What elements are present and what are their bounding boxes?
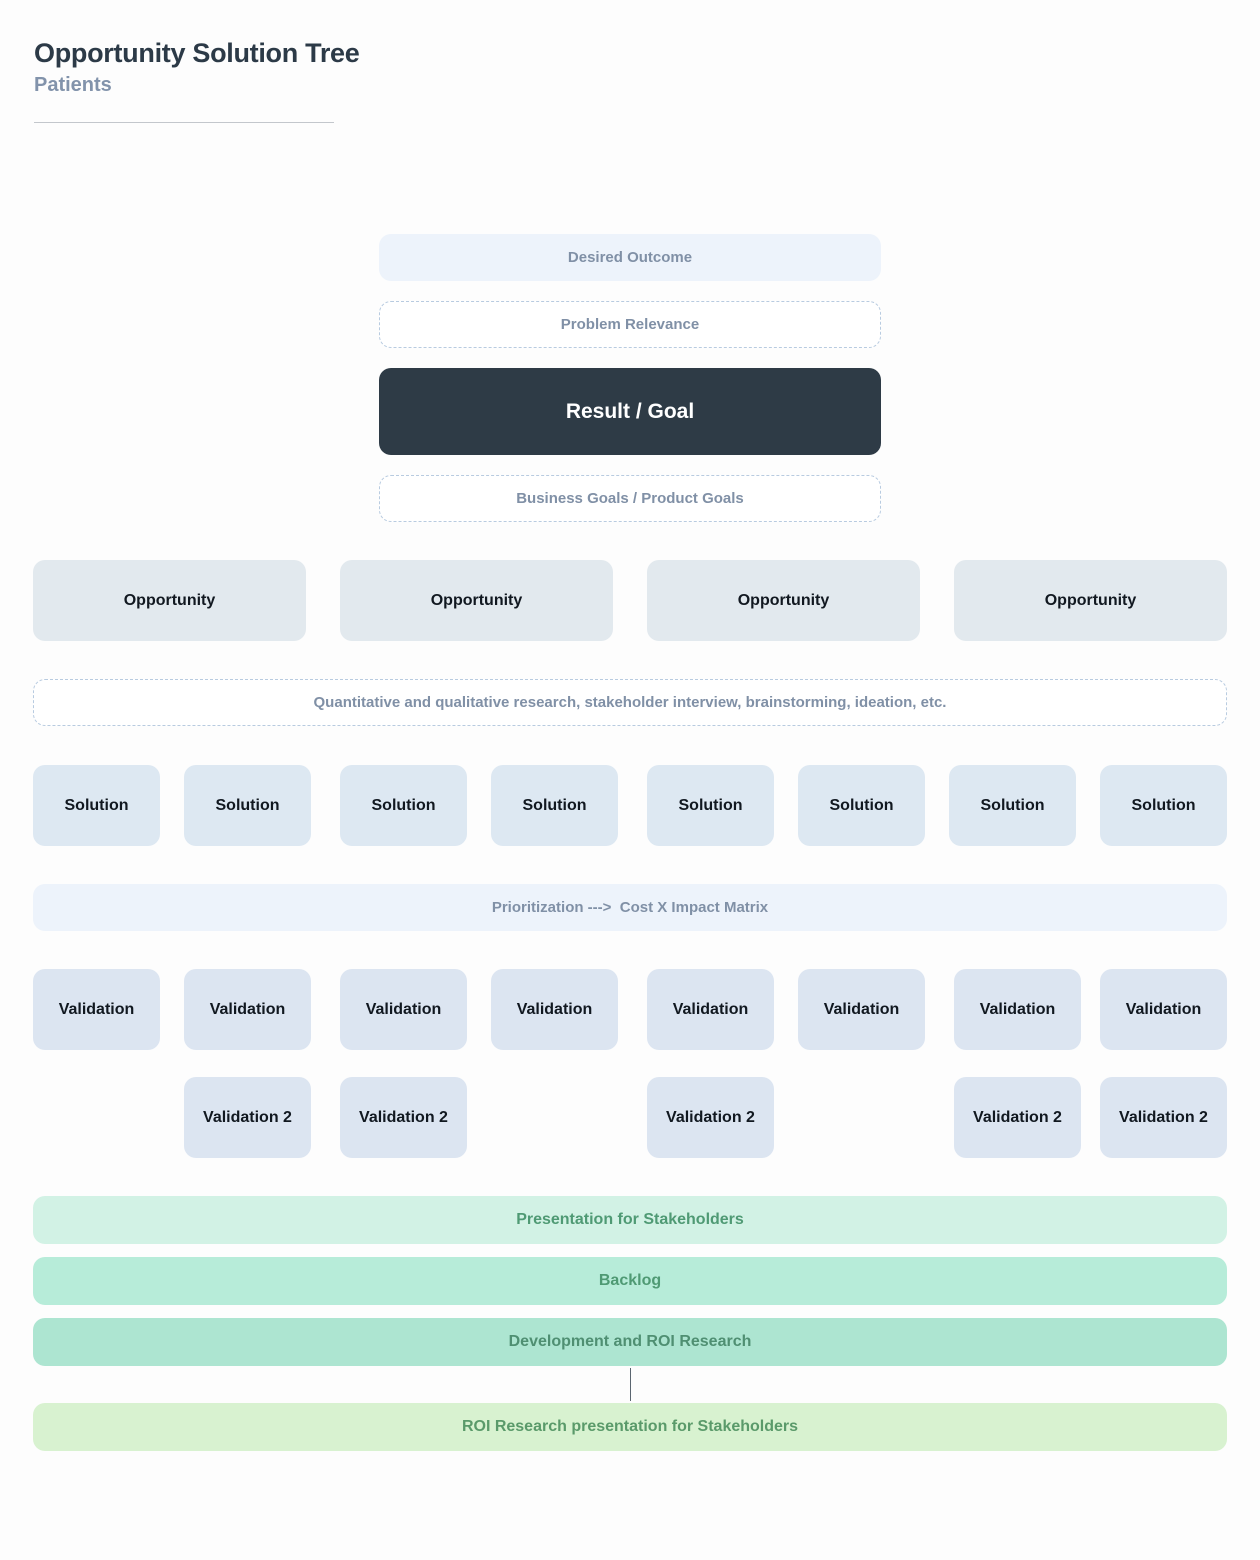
validation-card[interactable]: Validation: [491, 969, 618, 1050]
validation-2-card[interactable]: Validation 2: [340, 1077, 467, 1158]
title-divider: [34, 122, 334, 123]
validation-card[interactable]: Validation: [340, 969, 467, 1050]
opportunity-card[interactable]: Opportunity: [647, 560, 920, 641]
prioritization-box[interactable]: Prioritization ---> Cost X Impact Matrix: [33, 884, 1227, 931]
opportunity-card[interactable]: Opportunity: [33, 560, 306, 641]
validation-2-card[interactable]: Validation 2: [1100, 1077, 1227, 1158]
backlog-bar[interactable]: Backlog: [33, 1257, 1227, 1305]
business-goals-box[interactable]: Business Goals / Product Goals: [379, 475, 881, 522]
solution-card[interactable]: Solution: [647, 765, 774, 846]
validation-card[interactable]: Validation: [1100, 969, 1227, 1050]
connector-line: [630, 1368, 631, 1401]
solution-card[interactable]: Solution: [798, 765, 925, 846]
validation-2-card[interactable]: Validation 2: [954, 1077, 1081, 1158]
validation-card[interactable]: Validation: [954, 969, 1081, 1050]
solution-card[interactable]: Solution: [184, 765, 311, 846]
roi-presentation-bar[interactable]: ROI Research presentation for Stakeholde…: [33, 1403, 1227, 1451]
validation-card[interactable]: Validation: [798, 969, 925, 1050]
validation-card[interactable]: Validation: [647, 969, 774, 1050]
page-title: Opportunity Solution Tree: [34, 38, 360, 68]
validation-card[interactable]: Validation: [33, 969, 160, 1050]
desired-outcome-box[interactable]: Desired Outcome: [379, 234, 881, 281]
opportunity-card[interactable]: Opportunity: [954, 560, 1227, 641]
result-goal-box[interactable]: Result / Goal: [379, 368, 881, 455]
validation-2-card[interactable]: Validation 2: [647, 1077, 774, 1158]
validation-2-card[interactable]: Validation 2: [184, 1077, 311, 1158]
page-subtitle: Patients: [34, 74, 112, 96]
development-roi-bar[interactable]: Development and ROI Research: [33, 1318, 1227, 1366]
stakeholder-presentation-bar[interactable]: Presentation for Stakeholders: [33, 1196, 1227, 1244]
problem-relevance-box[interactable]: Problem Relevance: [379, 301, 881, 348]
solution-card[interactable]: Solution: [340, 765, 467, 846]
research-methods-box[interactable]: Quantitative and qualitative research, s…: [33, 679, 1227, 726]
solution-card[interactable]: Solution: [491, 765, 618, 846]
solution-card[interactable]: Solution: [949, 765, 1076, 846]
validation-card[interactable]: Validation: [184, 969, 311, 1050]
solution-card[interactable]: Solution: [33, 765, 160, 846]
solution-card[interactable]: Solution: [1100, 765, 1227, 846]
opportunity-card[interactable]: Opportunity: [340, 560, 613, 641]
